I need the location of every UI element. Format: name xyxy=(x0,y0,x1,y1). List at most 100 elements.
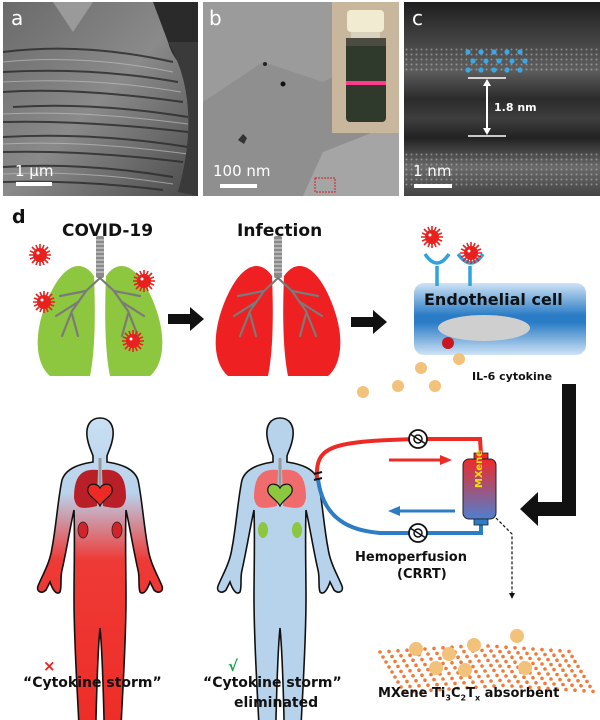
sheet-atom xyxy=(432,677,436,682)
virus-icon xyxy=(121,329,145,353)
panel-b-scale-text: 100 nm xyxy=(213,162,271,180)
sheet-atom xyxy=(540,676,544,681)
sheet-atom xyxy=(450,661,454,665)
mxene-filter xyxy=(462,452,497,526)
absorbent-label: MXene Ti3C2Tx absorbent xyxy=(378,686,559,703)
atom xyxy=(478,67,484,73)
covid-title: COVID-19 xyxy=(62,221,154,241)
sheet-atom xyxy=(477,659,481,663)
panel-b-label: b xyxy=(209,6,222,30)
sheet-atom xyxy=(540,647,544,652)
sheet-atom xyxy=(504,645,508,649)
hemoperfusion-label: Hemoperfusion xyxy=(355,550,467,565)
sheet-atom xyxy=(426,652,430,656)
sheet-atom xyxy=(576,664,580,669)
sheet-atom xyxy=(516,679,520,684)
sheet-atom xyxy=(444,666,448,671)
adsorbed-cytokine xyxy=(429,661,443,675)
sheet-atom xyxy=(504,674,508,678)
dashed-arrow xyxy=(495,517,515,599)
sheet-atom xyxy=(459,676,463,680)
sheet-atom xyxy=(459,660,463,664)
sheet-atom xyxy=(492,684,496,688)
sheet-atom xyxy=(546,686,550,691)
absorbent-sub: x xyxy=(474,693,481,703)
sheet-atom xyxy=(516,651,520,655)
vial-inset xyxy=(332,2,399,133)
sheet-atom xyxy=(420,689,424,693)
atom xyxy=(504,49,510,55)
pump-icon xyxy=(408,523,428,543)
sheet-atom xyxy=(483,669,487,673)
storm-eliminated-caption-2: eliminated xyxy=(234,695,319,711)
atom xyxy=(504,67,510,73)
sheet-atom xyxy=(450,676,454,681)
atom xyxy=(478,49,484,55)
storm-eliminated-caption-1: “Cytokine storm” xyxy=(203,675,342,691)
highlight-box xyxy=(314,177,336,193)
sheet-atom xyxy=(480,679,484,684)
sheet-atom xyxy=(549,662,553,667)
sheet-atom xyxy=(456,655,460,659)
sheet-atom xyxy=(468,675,472,679)
sheet-atom xyxy=(462,681,466,685)
panel-c-label: c xyxy=(412,6,423,30)
atom xyxy=(496,58,502,64)
sheet-atom xyxy=(495,659,499,663)
sheet-atom xyxy=(564,659,568,663)
sheet-atom xyxy=(441,661,445,666)
sheet-atom xyxy=(396,649,400,653)
covid-lungs xyxy=(37,235,163,376)
sheet-atom xyxy=(441,646,445,650)
sheet-atom xyxy=(510,655,514,659)
sheet-atom xyxy=(384,660,388,664)
sheet-atom xyxy=(405,679,409,684)
sheet-atom xyxy=(570,683,574,687)
sheet-atom xyxy=(459,644,463,649)
sheet-atom xyxy=(501,669,505,673)
atom-model xyxy=(465,49,528,73)
atom xyxy=(491,67,497,73)
atom xyxy=(517,67,523,73)
infection-title: Infection xyxy=(237,221,323,241)
sheet-atom xyxy=(573,674,577,678)
sheet-atom xyxy=(378,650,382,654)
mxene-filter-label: MXene xyxy=(474,449,485,488)
atom xyxy=(470,58,476,64)
sheet-atom xyxy=(390,670,394,674)
lungs-icon xyxy=(254,469,278,508)
sheet-atom xyxy=(498,678,502,683)
sheet-atom xyxy=(525,680,529,684)
sheet-atom xyxy=(477,674,481,679)
panel-d-schematic xyxy=(28,225,595,720)
cross-mark-icon: × xyxy=(43,657,56,675)
sheet-atom xyxy=(507,679,511,683)
sheet-atom xyxy=(405,664,409,668)
sheet-atom xyxy=(534,681,538,685)
sheet-atom xyxy=(531,661,535,666)
panel-c-scale-bar xyxy=(414,184,452,188)
sheet-atom xyxy=(426,667,430,672)
sheet-atom xyxy=(429,688,433,692)
sheet-atom xyxy=(540,662,544,666)
sheet-atom xyxy=(423,647,427,651)
sheet-atom xyxy=(555,687,559,691)
sheet-atom xyxy=(399,654,403,658)
sheet-atom xyxy=(387,665,391,669)
sheet-atom xyxy=(465,686,469,690)
sheet-atom xyxy=(402,690,406,694)
sheet-atom xyxy=(543,667,547,671)
sem-layered-texture xyxy=(3,2,198,196)
sheet-atom xyxy=(564,687,568,692)
sheet-atom xyxy=(387,649,391,654)
sheet-atom xyxy=(549,677,553,681)
sheet-atom xyxy=(468,659,472,664)
sheet-atom xyxy=(423,662,427,667)
sheet-atom xyxy=(414,663,418,667)
sheet-atom xyxy=(552,653,556,657)
sheet-atom xyxy=(513,660,517,664)
sheet-atom xyxy=(396,664,400,669)
hemoperfusion-circuit xyxy=(313,429,515,599)
sheet-atom xyxy=(528,685,532,689)
sheet-atom xyxy=(465,654,469,659)
